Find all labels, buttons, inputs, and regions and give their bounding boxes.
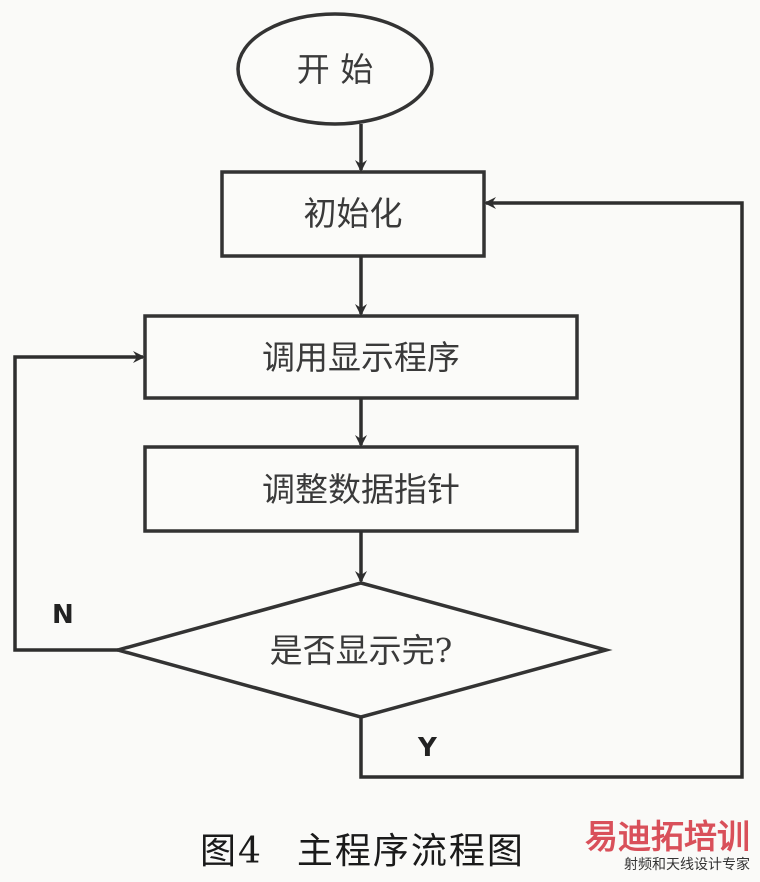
display-box (143, 314, 579, 400)
start-terminal (236, 12, 434, 126)
adjust-label: 调整数据指针 (262, 470, 460, 509)
init-label: 初始化 (304, 194, 403, 233)
branch-no-label: N (52, 600, 74, 630)
figure-caption: 图4 主程序流程图 (200, 822, 525, 874)
display-label: 调用显示程序 (262, 338, 460, 377)
decision-label: 是否显示完? (270, 631, 453, 670)
watermark: 易迪拓培训 射频和天线设计专家 (585, 818, 750, 874)
branch-yes-label: Y (417, 733, 438, 763)
adjust-box (143, 445, 579, 533)
watermark-tagline: 射频和天线设计专家 (624, 857, 750, 873)
figure-number: 图4 (200, 831, 263, 872)
figure-title: 主程序流程图 (296, 831, 525, 872)
watermark-brand: 易迪拓培训 (585, 817, 750, 856)
arrow-yes-loop (359, 197, 744, 779)
start-label: 开 始 (297, 50, 374, 89)
arrow-no-loop (13, 351, 145, 652)
init-box (220, 170, 486, 258)
